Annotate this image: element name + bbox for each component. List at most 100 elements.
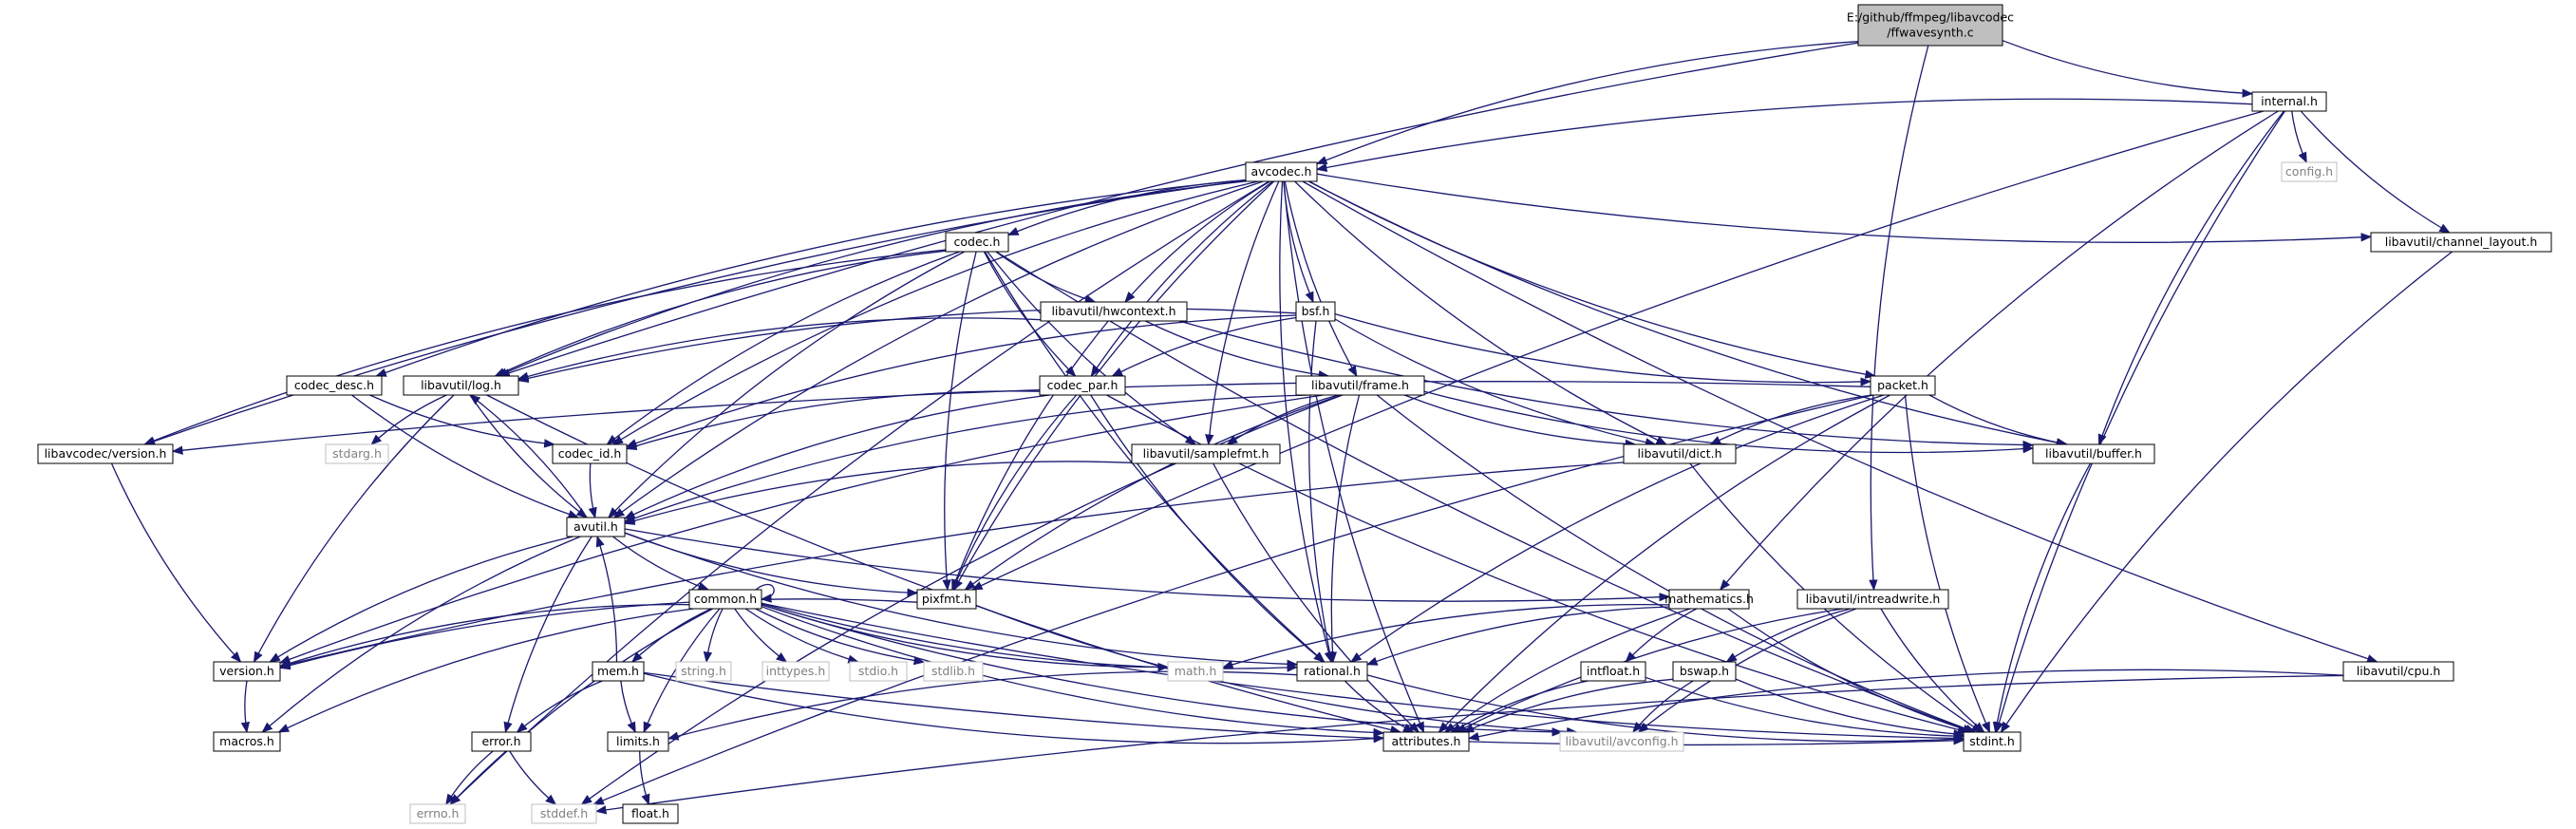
edge-pixfmt-to-avconfig [975, 604, 1578, 737]
edge-samplefmt-to-attributes [1213, 462, 1420, 733]
node-internal[interactable]: internal.h [2251, 91, 2327, 112]
edge-packet-to-dict [1709, 394, 1872, 445]
edge-avcodec-to-samplefmt [1205, 180, 1280, 446]
node-box [325, 443, 389, 464]
edge-mem-to-attributes [643, 672, 1385, 744]
node-box [1796, 589, 1949, 610]
node-label: stddef.h [540, 806, 588, 820]
edge-rational-to-attributes [1344, 680, 1415, 733]
node-float[interactable]: float.h [622, 803, 679, 824]
node-log[interactable]: libavutil/log.h [403, 375, 519, 396]
node-label: version.h [219, 664, 274, 678]
node-box [403, 375, 519, 396]
node-codec_par[interactable]: codec_par.h [1039, 375, 1126, 396]
node-intfloat[interactable]: intfloat.h [1580, 661, 1646, 682]
node-mem[interactable]: mem.h [592, 661, 645, 682]
node-config[interactable]: config.h [2281, 161, 2338, 182]
node-box [286, 375, 383, 396]
edge-frame-to-stdint [1376, 394, 1977, 733]
edge-avcodec-to-channel_layout [1316, 173, 2373, 243]
node-bswap[interactable]: bswap.h [1672, 661, 1737, 682]
edge-dict-to-stdint [1689, 462, 1984, 733]
edge-common-to-stdio [744, 608, 859, 664]
node-box [916, 589, 977, 610]
edge-avcodec-to-avutil [612, 180, 1264, 518]
node-codec_id[interactable]: codec_id.h [552, 443, 628, 464]
node-pixfmt[interactable]: pixfmt.h [916, 589, 977, 610]
edge-frame-to-version [278, 394, 1324, 664]
node-label: rational.h [1304, 664, 1361, 678]
node-error[interactable]: error.h [471, 731, 532, 752]
node-version[interactable]: version.h [213, 661, 281, 682]
edge-avcodec-to-codec [1006, 179, 1247, 236]
node-math[interactable]: math.h [1167, 661, 1224, 682]
edge-hwcontext-to-log [517, 317, 1042, 381]
node-label: mathematics.h [1664, 592, 1754, 606]
edge-root-to-log [498, 42, 1859, 378]
node-mathematics[interactable]: mathematics.h [1664, 589, 1754, 610]
node-label: avcodec.h [1251, 164, 1312, 179]
node-label: libavutil/hwcontext.h [1051, 304, 1175, 318]
node-cpu[interactable]: libavutil/cpu.h [2342, 661, 2454, 682]
edge-limits-to-float [639, 750, 650, 806]
node-packet[interactable]: packet.h [1870, 375, 1936, 396]
edge-mem-to-stdint [643, 671, 1965, 746]
edge-codec_desc-to-avutil [351, 394, 580, 518]
node-intreadwrite[interactable]: libavutil/intreadwrite.h [1796, 589, 1949, 610]
edge-packet-to-attributes [1438, 394, 1890, 733]
edge-buffer-to-stdint [1992, 462, 2092, 734]
node-label: libavutil/samplefmt.h [1143, 446, 1269, 461]
edge-common-to-rational [761, 602, 1299, 672]
edge-hwcontext-to-buffer [1178, 320, 2035, 450]
edge-avcodec-to-attributes [1283, 180, 1425, 734]
edge-avcodec-to-packet [1308, 180, 1877, 379]
node-stdio[interactable]: stdio.h [849, 661, 908, 682]
edge-codec-to-codec_par [983, 251, 1077, 377]
node-buffer[interactable]: libavutil/buffer.h [2032, 443, 2155, 464]
edge-rational-to-stdint [1366, 674, 1965, 744]
node-codec[interactable]: codec.h [945, 232, 1009, 253]
node-limits[interactable]: limits.h [607, 731, 669, 752]
node-hwcontext[interactable]: libavutil/hwcontext.h [1040, 301, 1188, 322]
edge-intreadwrite-to-attributes [1455, 608, 1844, 733]
node-avc_version[interactable]: libavcodec/version.h [37, 443, 174, 464]
node-stdarg[interactable]: stdarg.h [325, 443, 389, 464]
node-box [945, 232, 1009, 253]
node-label: math.h [1175, 664, 1217, 678]
edge-common-to-macros [277, 608, 694, 733]
edge-cpu-to-stddef [594, 674, 2344, 815]
node-common[interactable]: common.h [688, 589, 762, 610]
edge-intfloat-to-stdint [1645, 676, 1965, 741]
node-label: codec_id.h [558, 446, 622, 461]
node-root[interactable]: E:/github/ffmpeg/libavcodec/ffwavesynth.… [1847, 4, 2014, 47]
node-avcodec[interactable]: avcodec.h [1245, 161, 1318, 182]
node-channel_layout[interactable]: libavutil/channel_layout.h [2370, 232, 2552, 253]
edge-avutil-to-macros [261, 536, 581, 733]
node-stdlib[interactable]: stdlib.h [923, 661, 984, 682]
node-errno[interactable]: errno.h [409, 803, 466, 824]
node-macros[interactable]: macros.h [213, 731, 281, 752]
node-stddef[interactable]: stddef.h [531, 803, 597, 824]
edge-common-to-errno [449, 608, 713, 805]
edge-log-to-avutil [469, 394, 588, 518]
node-stdint[interactable]: stdint.h [1963, 731, 2021, 752]
node-samplefmt[interactable]: libavutil/samplefmt.h [1131, 443, 1281, 464]
edge-common-to-inttypes [734, 608, 788, 663]
node-label: libavutil/channel_layout.h [2385, 235, 2538, 249]
node-label: error.h [481, 734, 520, 748]
node-string[interactable]: string.h [675, 661, 732, 682]
edge-common-to-mem [631, 608, 712, 663]
node-avutil[interactable]: avutil.h [566, 517, 626, 537]
node-frame[interactable]: libavutil/frame.h [1295, 375, 1425, 396]
node-attributes[interactable]: attributes.h [1382, 731, 1470, 752]
node-avconfig[interactable]: libavutil/avconfig.h [1559, 731, 1684, 752]
edge-avcodec-to-rational [1279, 180, 1333, 664]
node-bsf[interactable]: bsf.h [1295, 301, 1336, 322]
node-codec_desc[interactable]: codec_desc.h [286, 375, 383, 396]
node-dict[interactable]: libavutil/dict.h [1623, 443, 1737, 464]
edge-samplefmt-to-avutil [623, 461, 1133, 525]
node-box [1857, 4, 2003, 47]
node-inttypes[interactable]: inttypes.h [762, 661, 830, 682]
edge-common-to-stdint [761, 602, 1965, 744]
node-rational[interactable]: rational.h [1296, 661, 1368, 682]
